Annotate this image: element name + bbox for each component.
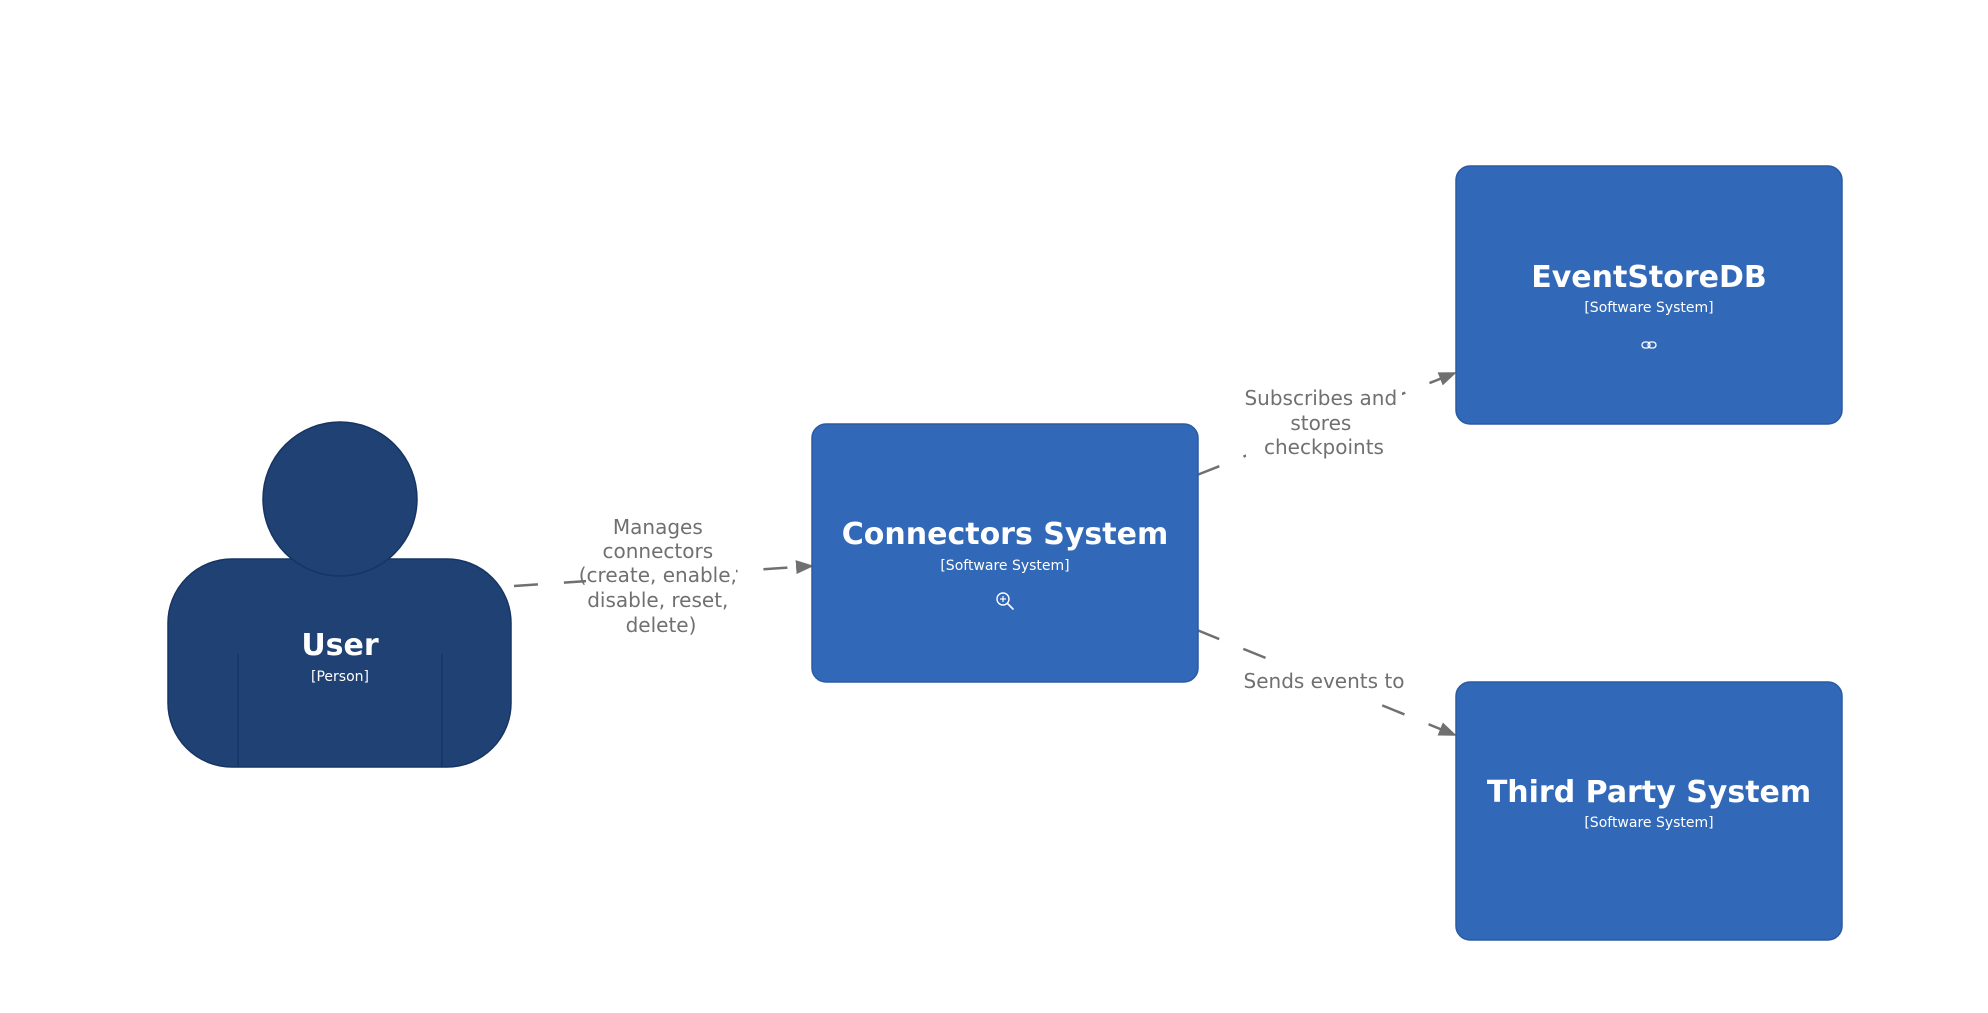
person-head (262, 421, 418, 577)
edge-label-line: stores (1290, 411, 1351, 435)
system-title: EventStoreDB (1531, 260, 1767, 295)
person-body (167, 558, 512, 768)
edge-label-line: connectors (603, 539, 714, 563)
system-type: [Software System] (940, 558, 1069, 574)
person-user[interactable]: User [Person] (167, 421, 512, 768)
system-eventstoredb[interactable]: EventStoreDB [Software System] (1455, 165, 1843, 425)
system-third-party[interactable]: Third Party System [Software System] (1455, 681, 1843, 941)
svg-text:Subscribes and stores: Subscribes and stores checkpoints (1244, 386, 1403, 459)
edge-label-line: (create, enable, (579, 563, 737, 587)
edge-label-line: checkpoints (1264, 435, 1384, 459)
edge-label-manages: Manages connectors (create, enable, disa… (579, 514, 744, 640)
system-box (1455, 681, 1843, 941)
system-title: Third Party System (1487, 775, 1811, 810)
edge-label-line: Subscribes and (1244, 386, 1397, 410)
edge-label-line: Manages (613, 515, 703, 539)
zoom-in-icon[interactable] (996, 592, 1014, 610)
person-title: User (301, 628, 379, 663)
system-type: [Software System] (1584, 815, 1713, 831)
svg-text:Manages connectors: Manages connectors (create, enable, disa… (579, 515, 744, 637)
system-box (811, 423, 1199, 683)
system-box (1455, 165, 1843, 425)
person-type: [Person] (311, 669, 369, 685)
edge-label-sends: Sends events to (1238, 664, 1408, 698)
edge-label-line: delete) (626, 613, 697, 637)
edge-label-line: disable, reset, (587, 588, 728, 612)
edge-label-subscribes: Subscribes and stores checkpoints (1244, 380, 1403, 460)
edge-label-line: Sends events to (1244, 669, 1405, 693)
link-icon[interactable] (1641, 341, 1657, 349)
svg-text:Sends events to: Sends events to (1244, 669, 1405, 693)
system-connectors[interactable]: Connectors System [Software System] (811, 423, 1199, 683)
system-title: Connectors System (842, 517, 1168, 552)
system-type: [Software System] (1584, 300, 1713, 316)
